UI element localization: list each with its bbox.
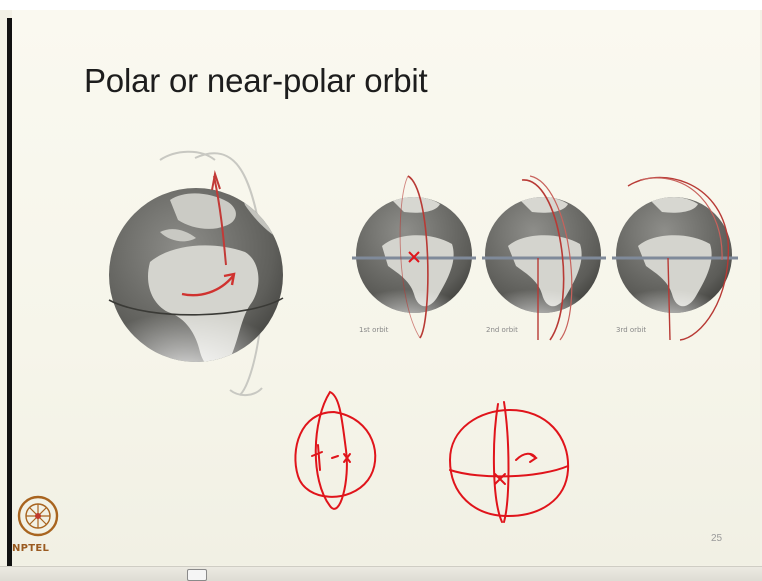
globe-first-orbit [348, 176, 480, 338]
scrubber-handle[interactable] [187, 569, 207, 581]
orbit-label-1st: 1st orbit [359, 326, 388, 334]
slide-page-number: 25 [711, 533, 722, 544]
hand-sketch-globe [450, 402, 568, 522]
nptel-logo-text: NPTEL [12, 543, 49, 554]
hand-sketch-orbits [295, 392, 375, 509]
orbit-label-2nd: 2nd orbit [486, 326, 518, 334]
player-bottom-bar [0, 566, 762, 581]
slide-artwork [0, 0, 762, 566]
nptel-emblem-icon [14, 490, 62, 542]
globe-third-orbit [608, 177, 740, 340]
orbit-label-3rd: 3rd orbit [616, 326, 646, 334]
globe-second-orbit [477, 176, 609, 340]
large-globe [96, 152, 296, 395]
